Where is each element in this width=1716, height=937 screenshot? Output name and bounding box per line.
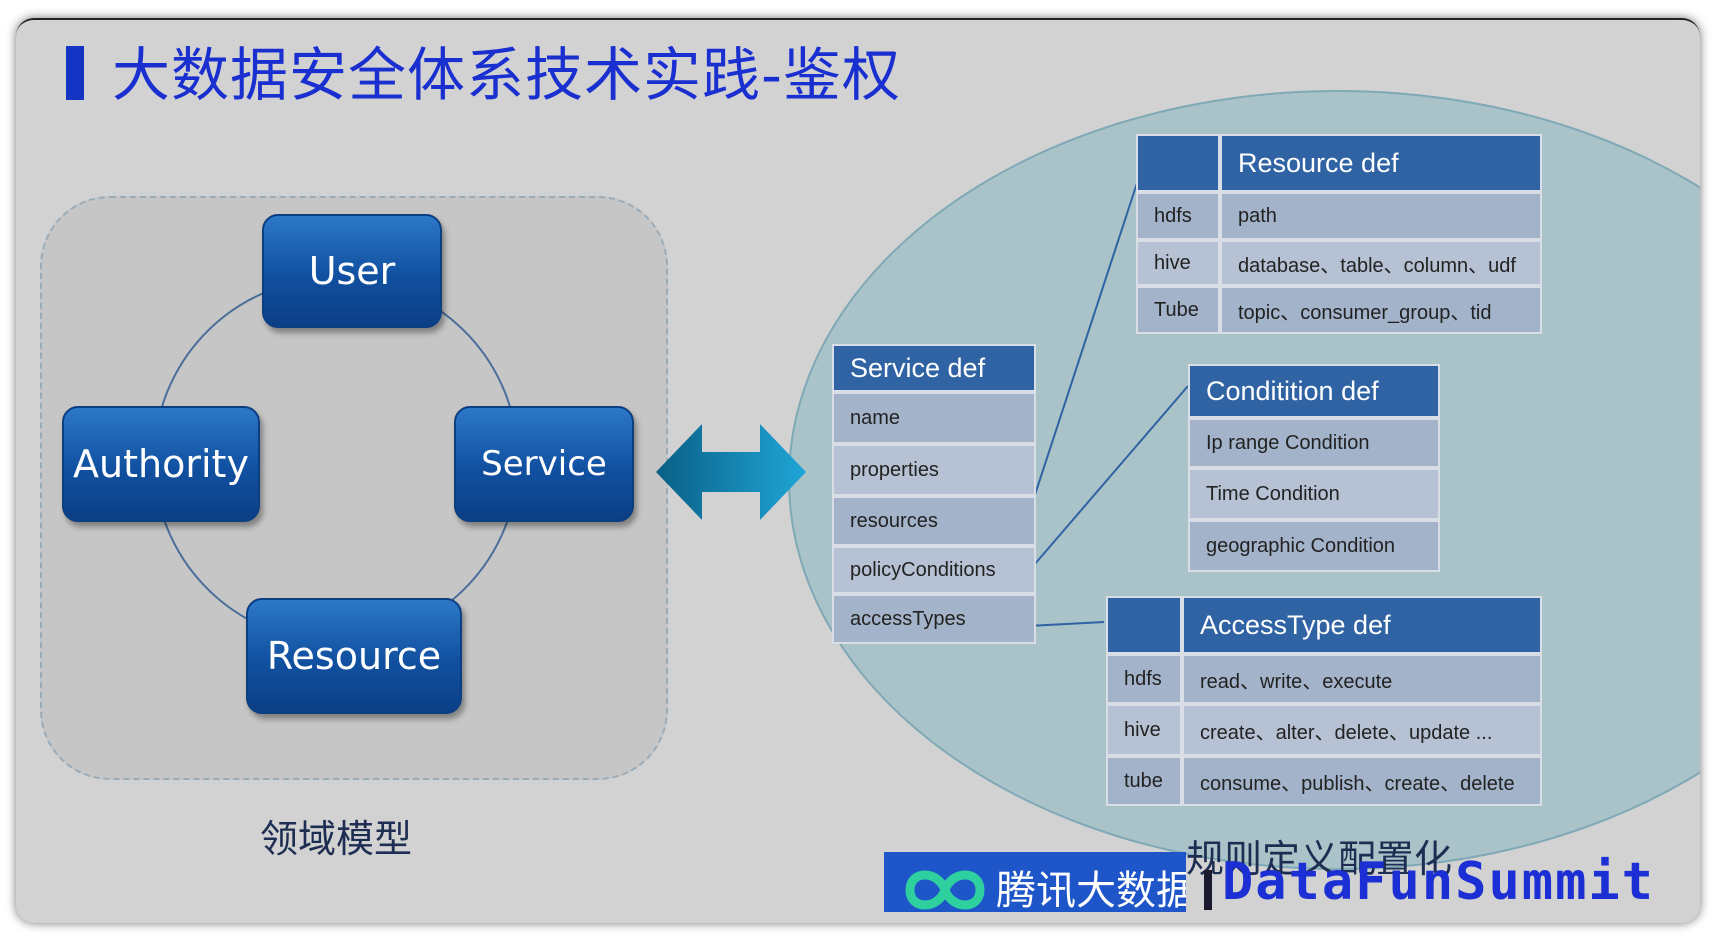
service-def-row: policyConditions: [832, 546, 1036, 594]
accesstype-def-key: hdfs: [1106, 654, 1182, 704]
node-service: Service: [454, 406, 634, 522]
service-def-header: Service def: [832, 344, 1036, 392]
accesstype-def-header: AccessType def: [1182, 596, 1542, 654]
accesstype-def-key: hive: [1106, 704, 1182, 756]
condition-def-row: Time Condition: [1188, 468, 1440, 520]
condition-def-header: Conditition def: [1188, 364, 1440, 418]
resource-def-key: hdfs: [1136, 192, 1220, 240]
connector-accesstypes: [1027, 621, 1105, 627]
rules-caption: 规则定义配置化: [1186, 837, 1453, 881]
accesstype-def-corner: [1106, 596, 1182, 654]
service-def-row: name: [832, 392, 1036, 444]
accesstype-def-value: read、write、execute: [1182, 654, 1542, 704]
connector-resources: [1027, 173, 1141, 517]
slide-title: 大数据安全体系技术实践-鉴权: [112, 41, 901, 109]
datafun-summit-brand: DataFunSummit: [1222, 852, 1655, 912]
domain-model-caption: 领域模型: [260, 817, 413, 861]
accesstype-def-value: create、alter、delete、update ...: [1182, 704, 1542, 756]
service-def-row: properties: [832, 444, 1036, 496]
condition-def-row: geographic Condition: [1188, 520, 1440, 572]
condition-def-row: Ip range Condition: [1188, 418, 1440, 468]
resource-def-corner: [1136, 134, 1220, 192]
resource-def-value: database、table、column、udf: [1220, 240, 1542, 286]
resource-def-value: topic、consumer_group、tid: [1220, 286, 1542, 334]
double-arrow-icon: [656, 424, 806, 520]
logo-text: 腾讯大数据: [996, 868, 1186, 912]
connector-conditions: [1027, 385, 1189, 573]
node-authority: Authority: [62, 406, 260, 522]
connector-lines: [1027, 173, 1189, 627]
accesstype-def-key: tube: [1106, 756, 1182, 806]
resource-def-key: hive: [1136, 240, 1220, 286]
title-accent-bar: [66, 46, 84, 100]
node-user: User: [262, 214, 442, 328]
resource-def-key: Tube: [1136, 286, 1220, 334]
resource-def-value: path: [1220, 192, 1542, 240]
resource-def-header: Resource def: [1220, 134, 1542, 192]
service-def-row: accessTypes: [832, 594, 1036, 644]
node-resource: Resource: [246, 598, 462, 714]
brand-separator: [1204, 870, 1212, 910]
accesstype-def-value: consume、publish、create、delete: [1182, 756, 1542, 806]
slide: 大数据安全体系技术实践-鉴权 User Authority Service Re…: [16, 18, 1700, 923]
service-def-row: resources: [832, 496, 1036, 546]
tencent-bigdata-logo: 腾讯大数据: [884, 852, 1186, 912]
infinity-logo-icon: [905, 870, 985, 910]
